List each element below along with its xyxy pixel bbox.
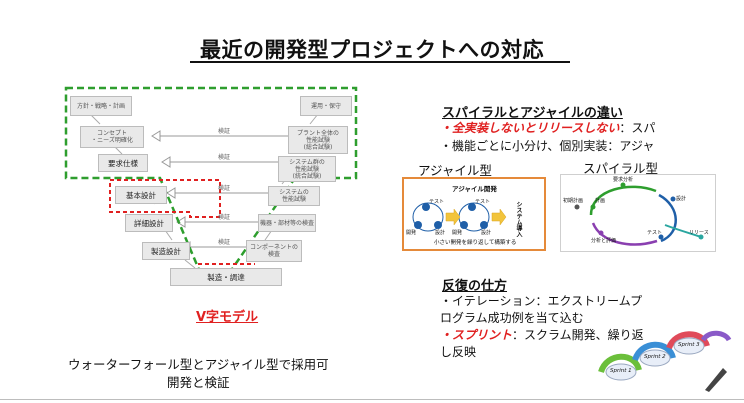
vmodel-arrowhead [161,156,171,168]
spiral-node [590,204,596,210]
vmodel-caption: V字モデル [196,310,259,325]
agile-node-label: テスト [429,199,445,205]
sprint-arc-blue [632,341,676,362]
iteration-line4: し反映 [440,345,477,359]
iteration-line3-red: ・スプリント [440,328,513,342]
pen-icon [705,368,727,392]
vmodel-arrowhead [151,130,161,142]
vmodel-right-box-3: システム群の 性能試験 (統合試験) [278,156,336,182]
spiral-svg [574,182,704,246]
iteration-line3: ・スプリント：スクラム開発、繰り返 [440,327,644,344]
diff-line2: ・機能ごとに小分け、個別実装：アジャ [440,139,655,153]
iteration-line3-rest: ：スクラム開発、繰り返 [512,328,644,342]
agile-label: アジャイル型 [418,163,492,178]
spiral-arc-blue [658,193,677,243]
sprint-svg [598,330,732,392]
agile-arrow [491,208,507,226]
vmodel-arrow-label: 検証 [218,154,231,161]
agile-node [460,221,468,229]
agile-node [480,221,488,229]
sprint-bubble-3 [673,337,705,355]
diff-line1: ・全実装しないとリリースしない：スパ [440,120,655,137]
spiral-node-label: 設計 [676,196,687,202]
sprint-bubble-1 [605,363,637,381]
vmodel-connector [184,259,196,269]
spiral-label: スパイラル型 [583,161,659,176]
vmodel-left-box-4: 基本設計 [115,186,167,204]
vmodel-arrow-label: 検証 [218,239,231,246]
iteration-line1: ・イテレーション：エクストリームプ [440,294,643,308]
agile-footer: 小さい開発を繰り返して構築する [434,240,517,246]
spiral-arc-purple [591,222,658,246]
agile-node-label: 設計 [481,230,492,236]
vmodel-right-box-5: 機器・部材等の検査 [258,214,316,232]
iteration-line2: ログラム成功例を当て込む [440,311,584,325]
vmodel-left-box-5: 詳細設計 [125,214,173,232]
bottom-divider [0,399,744,400]
spiral-node [574,204,580,210]
agile-node-label: 開発 [406,230,417,236]
vmodel-right-box-1: 運用・保守 [300,96,352,116]
agile-node-label: 設計 [435,230,446,236]
vmodel-arrow-label: 検証 [218,185,231,192]
agile-node [468,203,476,211]
vmodel-right-box-2: プラント全体の 性能試験 (総合試験) [288,126,348,154]
sprint-label-1: Sprint 1 [610,368,632,374]
page-title: 最近の開発型プロジェクトへの対応 [200,38,544,62]
sprint-bubble-2 [639,349,671,367]
agile-arrow [445,208,461,226]
vmodel-right-box-4: システムの 性能試験 [268,186,320,206]
agile-panel: アジャイル開発 テスト 設計 開発 テスト 設計 開発 システム導入 小さい開発… [402,177,546,251]
sprint-illustration: Sprint 1 Sprint 2 Sprint 3 [595,328,735,393]
spiral-node-label: リリース [689,230,709,236]
vmodel-arrowhead [176,216,186,228]
agile-svg [412,202,507,232]
vmodel-left-box-2: コンセプト ・ニーズ明確化 [80,126,144,148]
agile-release: システム導入 [515,201,522,237]
spiral-nodes [574,182,704,240]
vmodel-diagram: 方針・戦略・計画 コンセプト ・ニーズ明確化 要求仕様 基本設計 詳細設計 製造… [60,82,370,297]
vmodel-arrow-label: 検証 [218,128,231,135]
spiral-node-label: テスト [647,230,663,236]
spiral-panel: 要求分析 計画 設計 テスト リリース 分析と評価 初期計画 [560,174,716,252]
title-underline [190,61,570,63]
sprint-arc-green [598,353,642,374]
agile-cycle [412,202,444,232]
agile-node [422,203,430,211]
diff-line1-red: ・全実装しないとリリースしない [440,121,620,135]
spiral-node-label: 要求分析 [613,177,634,183]
sprint-label-3: Sprint 3 [678,342,700,348]
spiral-node [698,234,704,240]
spiral-node [598,230,604,236]
agile-nodes [414,203,488,229]
spiral-node-label: 分析と評価 [591,238,617,244]
spiral-node-label: 計画 [595,198,606,204]
diff-heading: スパイラルとアジャイルの違い [442,106,623,121]
diff-line1-rest: ：スパ [619,121,656,135]
iteration-heading: 反復の仕方 [442,279,508,294]
vmodel-left-box-1: 方針・戦略・計画 [70,96,132,116]
vmodel-left-box-6: 製造設計 [142,242,190,260]
vmodel-arrow-label: 検証 [218,214,231,221]
vmodel-arrowhead [166,187,176,199]
vmodel-right-box-6: コンポーネントの 検査 [246,240,302,262]
sprint-arc-red [666,331,710,350]
sprint-label-2: Sprint 2 [644,354,666,360]
agile-node [414,221,422,229]
spiral-node-label: 初期計画 [563,198,584,204]
vmodel-left-box-3: 要求仕様 [98,154,148,172]
agile-node-label: 開発 [452,230,463,236]
spiral-node [620,182,626,188]
agile-node-label: テスト [475,199,491,205]
agile-node [434,221,442,229]
left-note-line1: ウォーターフォール型とアジャイル型で採用可 [68,357,329,372]
vmodel-bottom-box: 製造・調達 [170,268,282,286]
spiral-node [658,234,664,240]
left-note-line2: 開発と検証 [167,375,230,390]
spiral-node [670,196,676,202]
agile-inner-title: アジャイル開発 [452,185,497,193]
vmodel-red-outline [109,179,221,218]
sprint-arc-purple [700,330,732,342]
